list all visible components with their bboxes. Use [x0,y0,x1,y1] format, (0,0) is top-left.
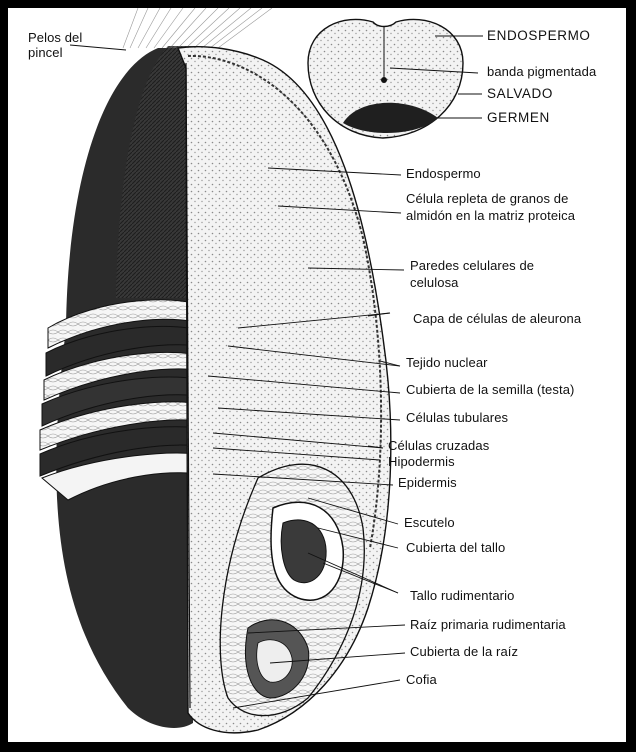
label-raiz-primaria: Raíz primaria rudimentaria [410,617,566,633]
label-cubierta-tallo: Cubierta del tallo [406,540,505,556]
label-hipodermis: Hipodermis [388,454,455,470]
label-paredes-line2: celulosa [410,275,459,291]
label-germen: GERMEN [487,110,550,126]
label-banda-pigmentada: banda pigmentada [487,64,596,80]
label-celula-repleta-line2: almidón en la matriz proteica [406,208,575,224]
brush-hairs [123,8,272,48]
label-pelos-del-pincel-line1: Pelos del [28,30,82,46]
diagram-frame: ENDOSPERMO banda pigmentada SALVADO GERM… [8,8,626,742]
label-celulas-cruzadas: Células cruzadas [388,438,489,454]
label-escutelo: Escutelo [404,515,455,531]
label-epidermis: Epidermis [398,475,457,491]
cross-section [308,19,463,138]
label-celula-repleta-line1: Célula repleta de granos de [406,191,568,207]
label-tallo-rudimentario: Tallo rudimentario [410,588,514,604]
label-paredes-line1: Paredes celulares de [410,258,534,274]
label-endospermo: Endospermo [406,166,481,182]
label-cubierta-raiz: Cubierta de la raíz [410,644,518,660]
label-salvado: SALVADO [487,86,553,102]
label-cubierta-semilla: Cubierta de la semilla (testa) [406,382,574,398]
label-tejido-nuclear: Tejido nuclear [406,355,488,371]
label-pelos-del-pincel-line2: pincel [28,45,63,61]
label-cofia: Cofia [406,672,437,688]
label-aleurona: Capa de células de aleurona [413,311,581,327]
label-cross-endospermo: ENDOSPERMO [487,28,591,44]
label-celulas-tubulares: Células tubulares [406,410,508,426]
